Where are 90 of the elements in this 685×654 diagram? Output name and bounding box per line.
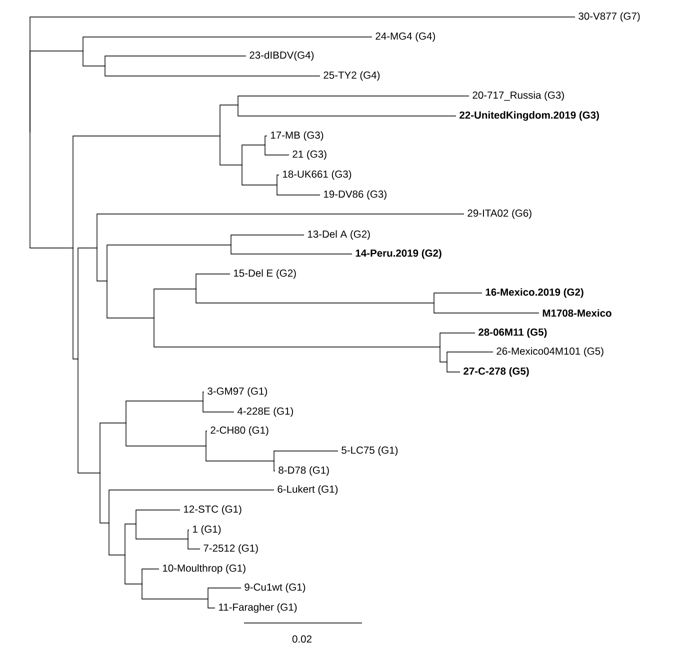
tree-branch — [142, 568, 160, 584]
tree-branch — [96, 214, 464, 248]
tree-branch — [264, 136, 268, 146]
tree-branch — [230, 234, 304, 246]
tree-branch — [100, 422, 126, 474]
tree-branch — [104, 66, 320, 76]
leaf-label: 15-Del E (G2) — [234, 269, 296, 279]
leaf-label: 13-Del A (G2) — [308, 230, 370, 240]
tree-branch — [242, 164, 278, 186]
tree-branch — [154, 288, 196, 318]
tree-branch — [188, 530, 190, 540]
tree-branch — [440, 346, 448, 362]
leaf-label: 4-228E (G1) — [237, 407, 294, 417]
leaf-label: 16-Mexico.2019 (G2) — [486, 288, 584, 298]
leaf-label: 3-GM97 (G1) — [208, 387, 267, 397]
tree-branch — [104, 56, 246, 66]
leaf-label: 28-06M11 (G5) — [478, 328, 547, 338]
leaf-label: 18-UK661 (G3) — [282, 170, 352, 180]
leaf-label: 21 (G3) — [292, 150, 326, 160]
tree-branch — [220, 136, 242, 166]
tree-branch — [78, 358, 100, 474]
tree-branch — [78, 248, 98, 360]
leaf-label: 9-Cu1wt (G1) — [244, 583, 306, 593]
leaf-label: 6-Lukert (G1) — [278, 485, 338, 495]
tree-branch — [274, 450, 338, 462]
leaf-label: 19-DV86 (G3) — [324, 190, 386, 200]
leaf-label: 26-Mexico04M101 (G5) — [496, 347, 604, 357]
leaf-label: 11-Faragher (G1) — [218, 603, 297, 613]
tree-branch — [276, 174, 280, 186]
tree-branch — [188, 538, 200, 550]
tree-branch — [202, 392, 204, 402]
tree-branch — [206, 446, 274, 462]
tree-branch — [126, 400, 204, 424]
tree-branch — [30, 50, 84, 132]
leaf-label: 30-V877 (G7) — [578, 12, 640, 22]
tree-branch — [434, 302, 540, 314]
tree-branch — [206, 430, 208, 446]
leaf-label: 10-Moulthrop (G1) — [162, 564, 246, 574]
tree-branch — [30, 132, 74, 248]
leaf-label: M1708-Mexico — [542, 309, 612, 317]
tree-branch — [136, 510, 180, 524]
tree-branch — [220, 104, 238, 136]
tree-branch — [106, 280, 154, 318]
tree-branch — [238, 104, 456, 116]
leaf-label: 8-D78 (G1) — [278, 466, 329, 476]
tree-branch — [154, 318, 440, 348]
tree-branch — [276, 184, 320, 196]
tree-branch — [440, 332, 476, 348]
tree-branch — [108, 522, 126, 556]
tree-branch — [136, 524, 188, 540]
leaf-label: 12-STC (G1) — [184, 505, 242, 515]
tree-branch — [434, 292, 482, 304]
tree-branch — [230, 244, 352, 254]
tree-branch — [446, 352, 494, 362]
leaf-label: 1 (G1) — [192, 525, 221, 535]
tree-branch — [82, 50, 106, 66]
leaf-label: 7-2512 (G1) — [204, 544, 258, 554]
leaf-label: 25-TY2 (G4) — [324, 71, 380, 81]
tree-branch — [126, 422, 206, 446]
tree-branch — [124, 524, 136, 556]
leaf-label: 2-CH80 (G1) — [210, 426, 268, 436]
leaf-label: 14-Peru.2019 (G2) — [356, 249, 442, 259]
tree-branch — [242, 144, 266, 166]
tree-branch — [100, 472, 110, 524]
tree-branch — [96, 248, 108, 282]
tree-branch — [72, 136, 220, 248]
tree-branch — [72, 248, 78, 360]
tree-branch — [264, 144, 290, 156]
tree-branch — [238, 96, 470, 106]
tree-branch — [124, 554, 142, 584]
tree-branch — [196, 288, 434, 304]
tree-branch — [274, 460, 276, 472]
tree-branch — [208, 598, 216, 608]
scale-label: 0.02 — [292, 635, 312, 643]
tree-branch — [106, 244, 232, 282]
leaf-label: 22-UnitedKingdom.2019 (G3) — [460, 111, 599, 121]
leaf-label: 20-717_Russia (G3) — [472, 91, 564, 101]
tree-branch — [202, 400, 234, 412]
leaf-label: 29-ITA02 (G6) — [468, 209, 532, 219]
tree-branch — [108, 490, 274, 524]
leaf-label: 5-LC75 (G1) — [342, 446, 398, 456]
tree-branch — [446, 362, 460, 372]
tree-branch — [196, 274, 230, 290]
tree-branch — [82, 36, 372, 52]
leaf-label: 24-MG4 (G4) — [376, 32, 435, 42]
leaf-label: 27-C-278 (G5) — [464, 367, 529, 377]
leaf-label: 17-MB (G3) — [270, 131, 324, 141]
tree-branch — [208, 588, 242, 600]
tree-branch — [142, 584, 208, 600]
leaf-label: 23-dIBDV(G4) — [250, 51, 314, 61]
